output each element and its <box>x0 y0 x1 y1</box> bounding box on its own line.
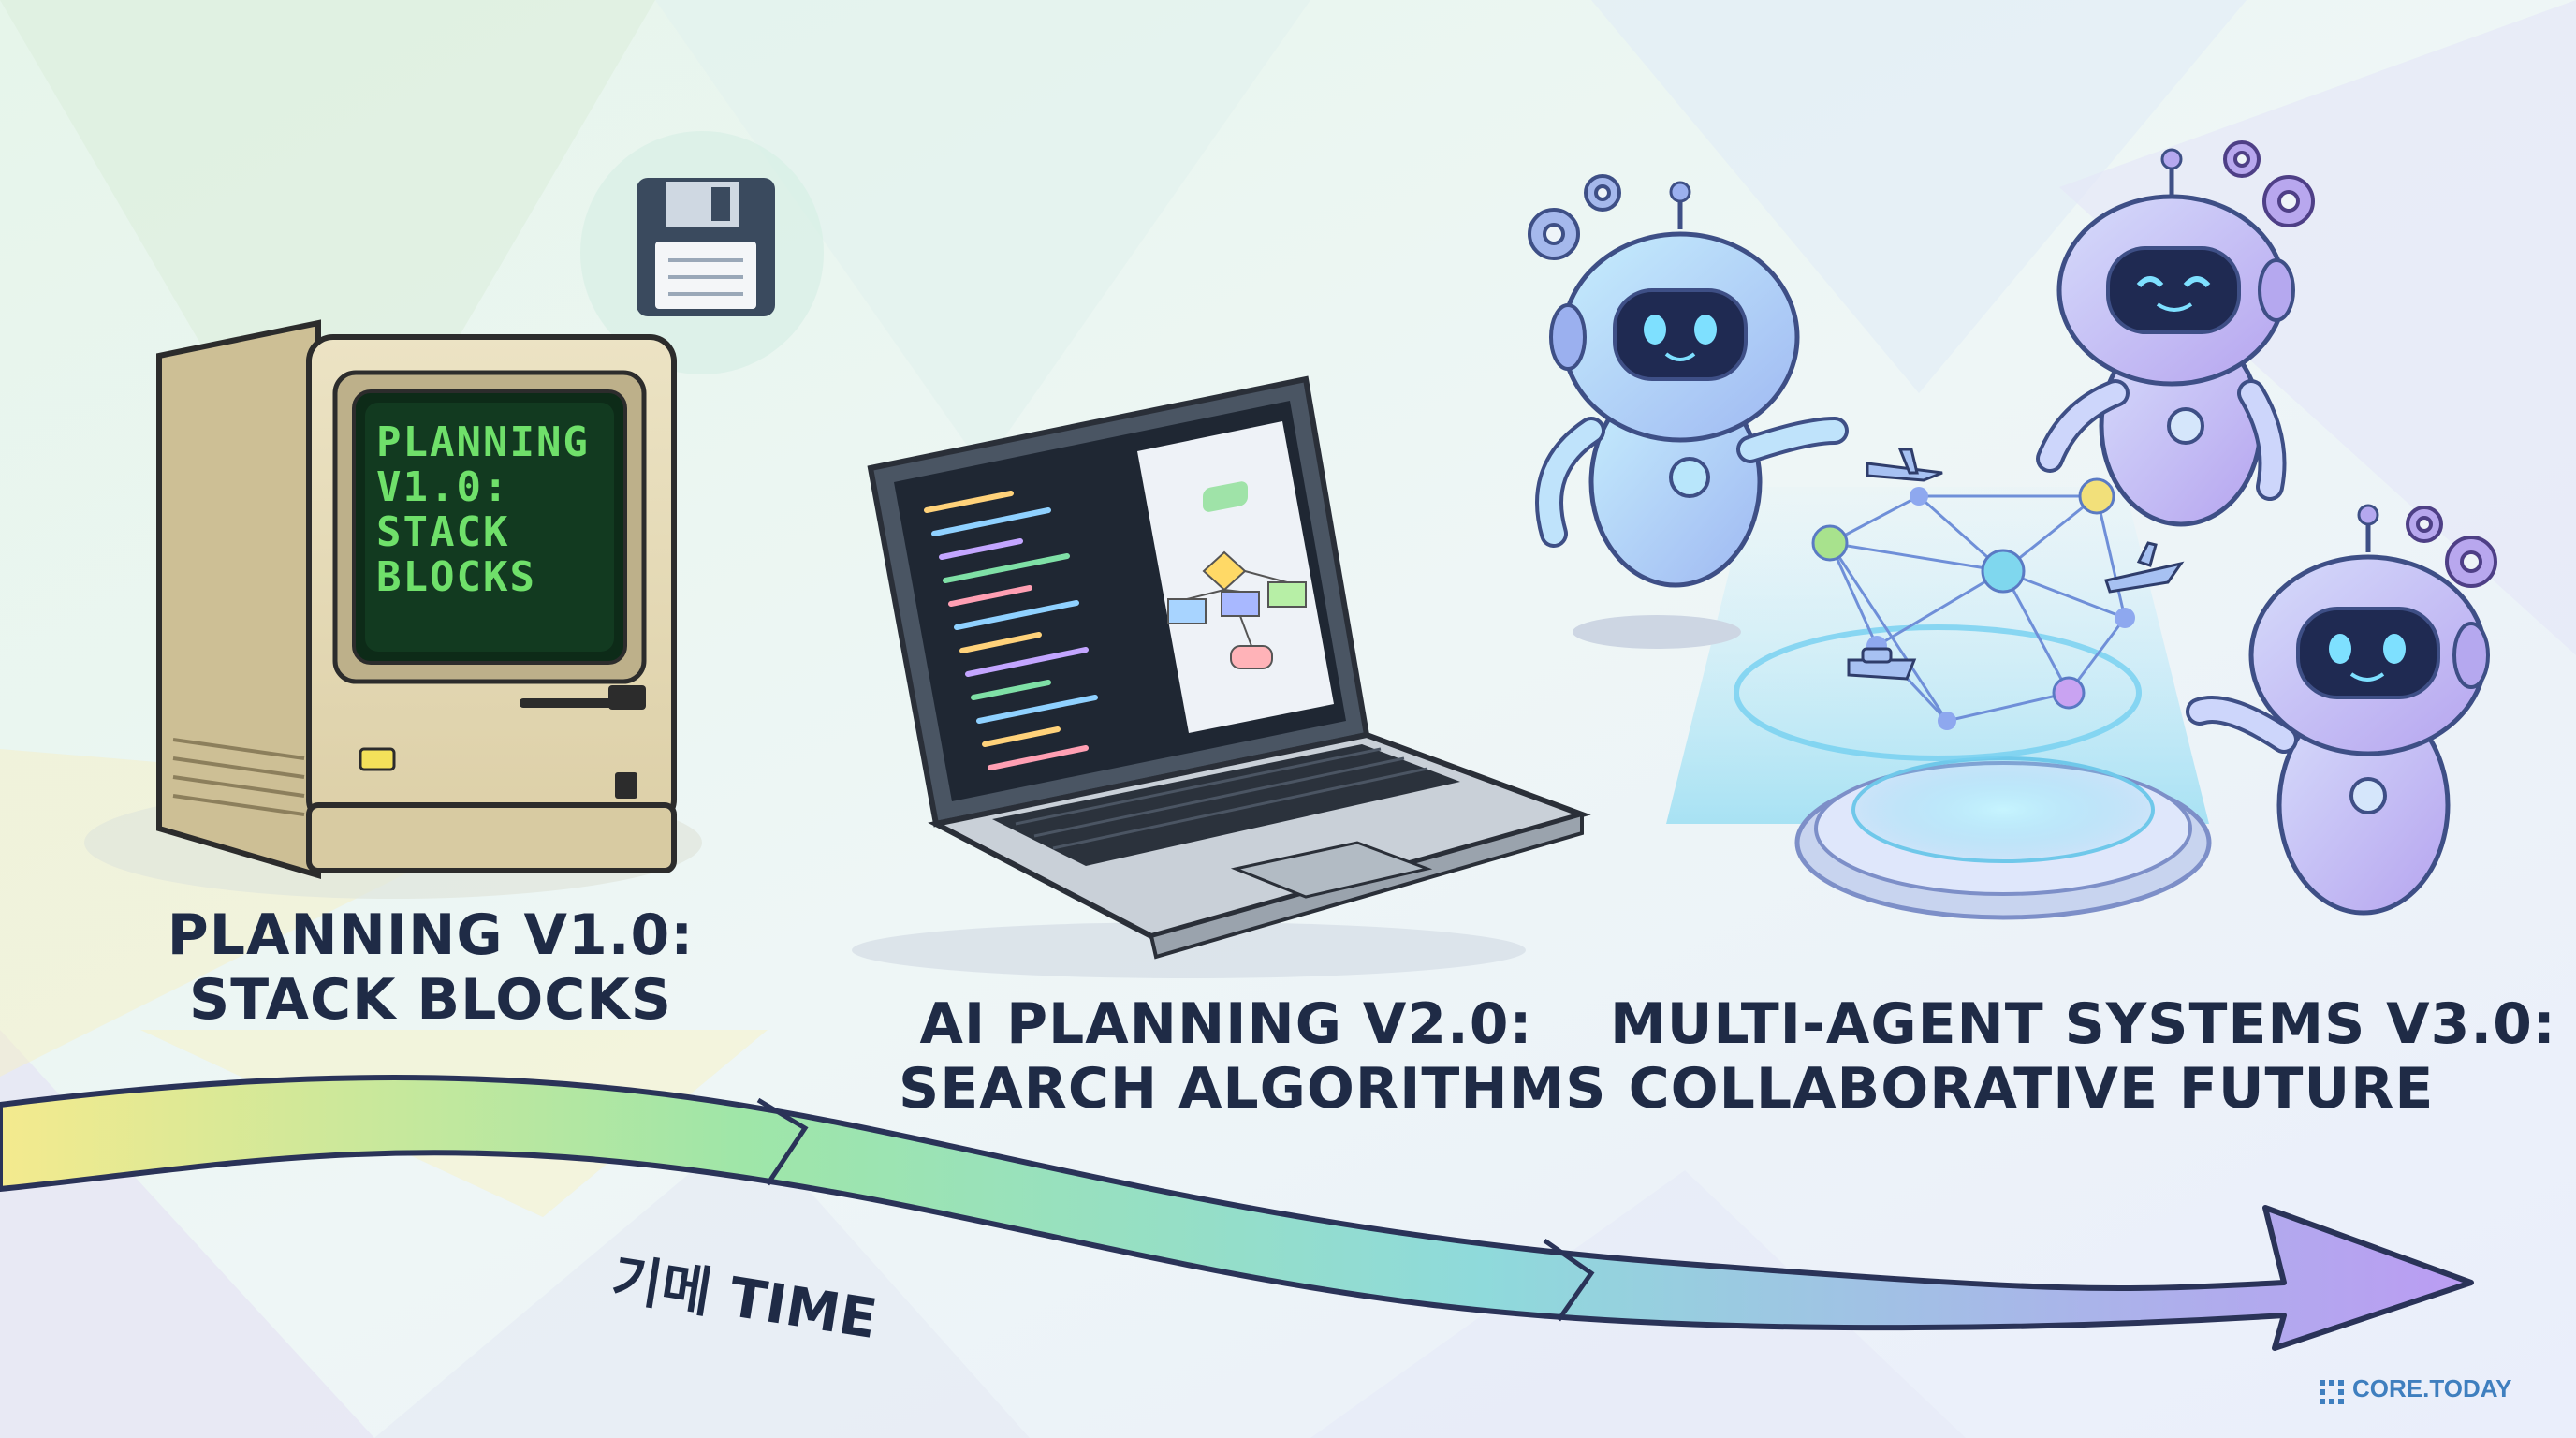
vintage-computer-icon: PLANNING V1.0: STACK BLOCKS <box>156 319 677 880</box>
era-1-line-1: PLANNING V1.0: <box>167 902 695 968</box>
robot-icon <box>2036 148 2295 527</box>
crt-line-3: STACK <box>376 508 509 556</box>
crt-line-4: BLOCKS <box>376 553 536 601</box>
era-label-3: MULTI-AGENT SYSTEMS V3.0: COLLABORATIVE … <box>1610 991 2556 1122</box>
crt-line-1: PLANNING <box>376 418 590 466</box>
brand-logo-icon <box>2320 1380 2344 1404</box>
robot-icon <box>2186 504 2490 916</box>
hologram-network-icon <box>1666 448 2212 920</box>
crt-line-2: V1.0: <box>376 463 509 511</box>
gear-icon <box>2223 140 2497 588</box>
era-2-line-2: SEARCH ALGORITHMS <box>899 1056 1607 1122</box>
robot-icon <box>1535 181 1849 649</box>
era-3-line-2: COLLABORATIVE FUTURE <box>1628 1056 2435 1122</box>
era-3-line-1: MULTI-AGENT SYSTEMS V3.0: <box>1610 991 2556 1057</box>
gear-icon <box>1528 174 1621 260</box>
brand-text: CORE.TODAY <box>2352 1374 2512 1402</box>
era-1-line-2: STACK BLOCKS <box>189 967 672 1033</box>
brand-name: CORE.TODAY <box>2317 1374 2512 1403</box>
era-label-2: AI PLANNING V2.0: SEARCH ALGORITHMS <box>899 991 1607 1122</box>
timeline-arrow <box>0 1075 2474 1351</box>
floppy-disk-icon <box>580 131 824 374</box>
era-label-1: PLANNING V1.0: STACK BLOCKS <box>150 903 711 1033</box>
era-2-line-1: AI PLANNING V2.0: <box>919 991 1533 1057</box>
laptop-icon <box>852 375 1591 978</box>
